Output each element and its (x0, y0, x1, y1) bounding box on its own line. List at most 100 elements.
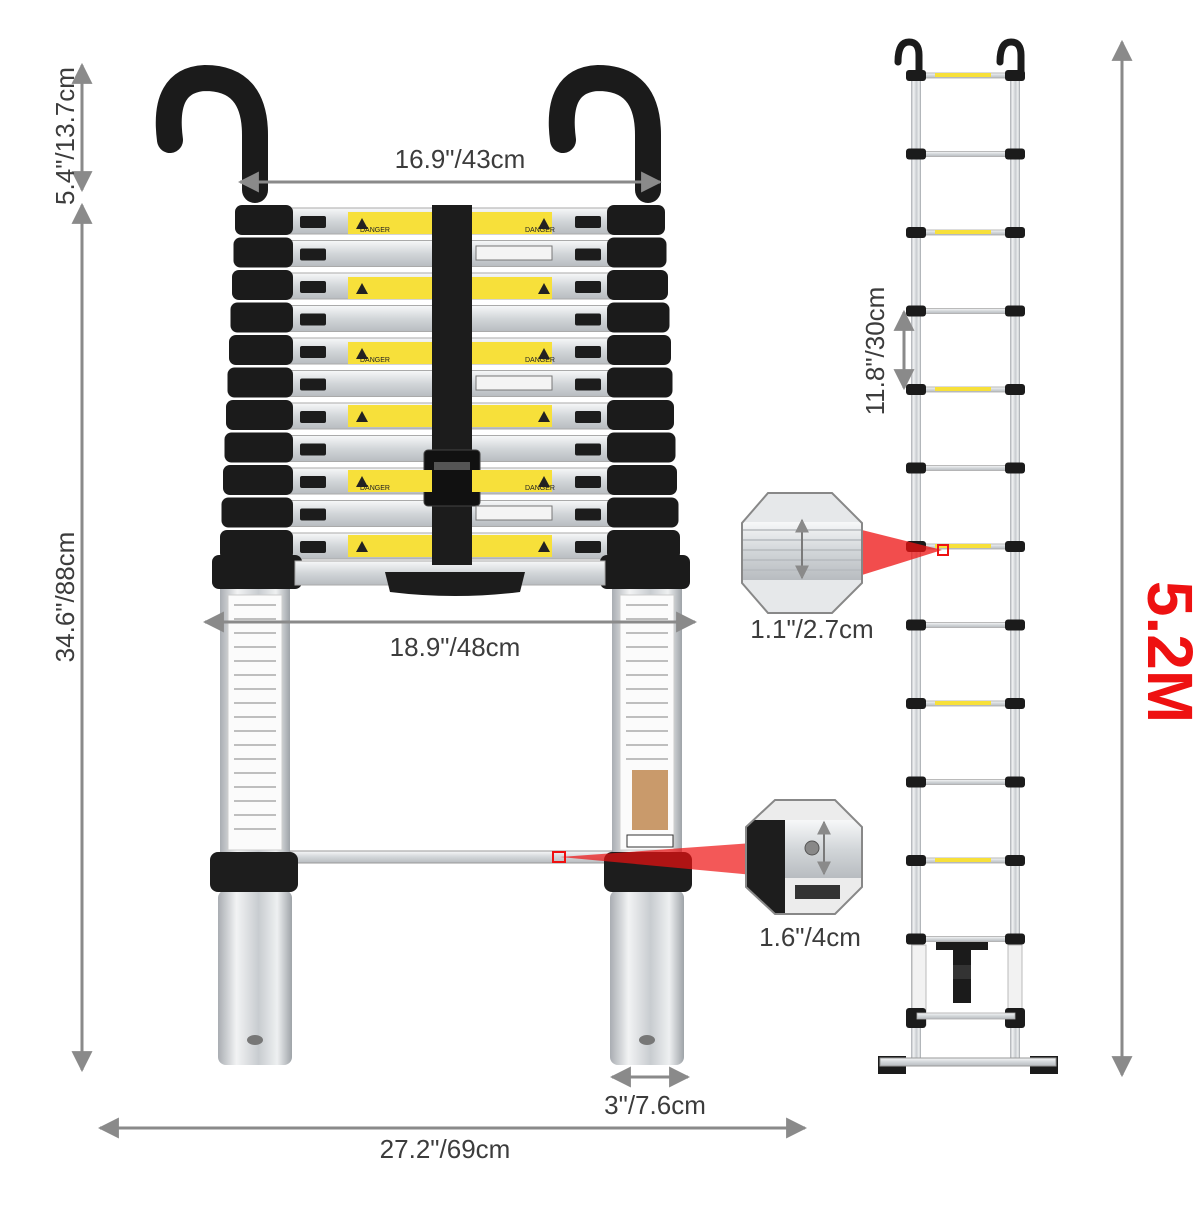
left-collar (233, 237, 293, 268)
rung-slot (575, 346, 601, 358)
warning-triangle-icon (538, 541, 550, 552)
strap (432, 205, 472, 565)
ext-collar (906, 698, 926, 709)
warning-sticker (348, 342, 432, 364)
info-sticker (475, 375, 553, 391)
ext-collar (1005, 541, 1025, 552)
ext-collar (1005, 855, 1025, 866)
ext-collar (1005, 462, 1025, 474)
ext-collar (906, 619, 926, 631)
ext-collar (906, 148, 926, 160)
right-collar (607, 432, 676, 463)
ext-collar (1005, 619, 1025, 631)
warning-triangle-icon (356, 348, 368, 359)
right-collar (607, 465, 677, 495)
left-collar (212, 555, 302, 589)
rung-slot (575, 248, 601, 261)
rung-slot (575, 281, 601, 293)
rung-slot (575, 443, 601, 456)
rung-slot (575, 508, 601, 521)
rung-spacing-label: 11.8"/30cm (860, 286, 890, 416)
warning-triangle-icon (538, 476, 550, 487)
ext-rung (916, 151, 1016, 157)
left-collar (226, 400, 293, 430)
strap-handle (385, 572, 525, 596)
warning-triangle-icon (538, 283, 550, 294)
rung-slot (300, 346, 326, 358)
warning-sticker (348, 405, 432, 427)
warning-triangle-icon (356, 541, 368, 552)
ext-left-rail (911, 70, 921, 1060)
info-sticker (475, 505, 553, 521)
ext-rung (916, 465, 1016, 471)
warning-sticker (472, 405, 552, 427)
rung-depth-label: 1.1"/2.7cm (750, 614, 874, 644)
warning-triangle-icon (356, 411, 368, 422)
closed-height-label: 34.6"/88cm (50, 531, 80, 663)
rung-slot (575, 216, 601, 228)
left-collar (235, 205, 293, 235)
right-collar (607, 367, 673, 398)
ext-rung (916, 308, 1016, 314)
rung-slot (575, 476, 601, 488)
warning-triangle-icon (538, 218, 550, 229)
warning-triangle-icon (356, 283, 368, 294)
left-collar (227, 367, 293, 398)
warning-sticker (472, 535, 552, 557)
ext-collar (1005, 70, 1025, 81)
right-collar (607, 400, 674, 430)
warning-sticker (348, 212, 432, 234)
danger-text: DANGER (525, 227, 555, 234)
danger-text: DANGER (360, 227, 390, 234)
warning-sticker (472, 342, 552, 364)
ext-collar (906, 70, 926, 81)
ext-warning (935, 73, 991, 77)
right-collar (607, 530, 680, 560)
rung-slot (300, 476, 326, 488)
bottom-rung-detail-callout (552, 799, 863, 915)
ext-collar (1005, 305, 1025, 317)
ext-right-hook-icon (996, 38, 1025, 76)
rung-detail-callout (741, 492, 949, 614)
rung-slot (575, 411, 601, 423)
ext-collar (1005, 698, 1025, 709)
warning-triangle-icon (356, 476, 368, 487)
inner-width-label: 18.9"/48cm (389, 632, 521, 662)
ext-right-rail (1010, 70, 1020, 1060)
ext-rung (916, 1012, 1016, 1020)
dimension-arrows (71, 39, 1133, 1139)
hook-height-label: 5.4"/13.7cm (50, 67, 80, 205)
rung-slot (575, 541, 601, 553)
warning-sticker (472, 212, 552, 234)
warning-sticker (472, 277, 552, 299)
tube-diameter-label: 3"/7.6cm (604, 1090, 706, 1120)
ext-collar (906, 855, 926, 866)
total-width-label: 27.2"/69cm (379, 1134, 511, 1164)
left-collar (221, 497, 293, 528)
right-hook-icon (548, 64, 661, 203)
ext-collar (906, 384, 926, 395)
ext-collar (906, 227, 926, 238)
info-sticker (475, 245, 553, 261)
warning-sticker (348, 535, 432, 557)
strap-buckle (423, 449, 481, 507)
ext-warning (935, 858, 991, 862)
ext-collar (906, 776, 926, 788)
ext-rung (916, 936, 1016, 942)
danger-text: DANGER (360, 485, 390, 492)
danger-text: DANGER (525, 485, 555, 492)
rung-slot (300, 248, 326, 261)
ext-collar (1005, 227, 1025, 238)
warning-triangle-icon (538, 348, 550, 359)
right-collar (607, 237, 667, 268)
warning-sticker (472, 470, 552, 492)
left-collar (223, 465, 293, 495)
rung-slot (300, 281, 326, 293)
ext-rung (916, 779, 1016, 785)
rung-slot (300, 541, 326, 553)
right-collar (607, 302, 670, 333)
extended-ladder (878, 38, 1058, 1074)
left-collar (229, 335, 293, 365)
ext-collar (1005, 776, 1025, 788)
